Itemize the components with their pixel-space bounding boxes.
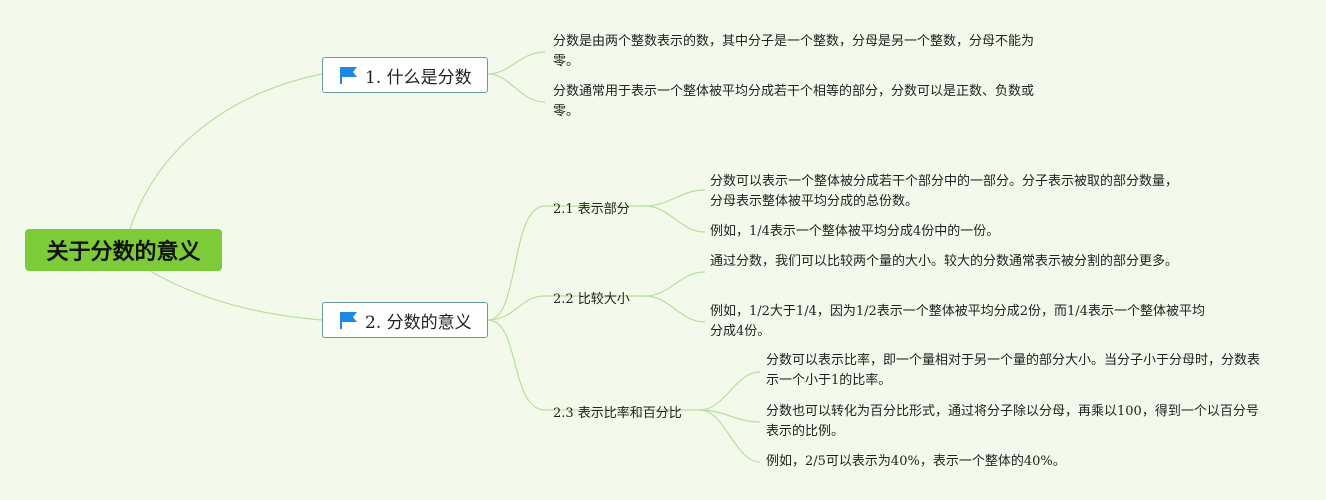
subtopic-represent-part[interactable]: 2.1 表示部分 (553, 202, 630, 217)
topic-label: 1. 什么是分数 (365, 67, 472, 88)
root-label: 关于分数的意义 (46, 240, 201, 265)
note-part-example[interactable]: 例如，1/4表示一个整体被平均分成4份中的一份。 (710, 224, 1000, 239)
note-percent-example[interactable]: 例如，2/5可以表示为40%，表示一个整体的40%。 (766, 454, 1066, 469)
flag-icon (340, 312, 357, 329)
flag-icon (340, 67, 357, 84)
note-compare-explanation[interactable]: 通过分数，我们可以比较两个量的大小。较大的分数通常表示被分割的部分更多。 (710, 254, 1179, 269)
note-part-explanation[interactable]: 分数可以表示一个整体被分成若干个部分中的一部分。分子表示被取的部分数量，分母表示… (710, 174, 1179, 209)
topic-meaning-of-fraction[interactable]: 2. 分数的意义 (322, 302, 488, 338)
note-definition[interactable]: 分数是由两个整数表示的数，其中分子是一个整数，分母是另一个整数，分母不能为零。 (553, 34, 1035, 69)
note-ratio-explanation[interactable]: 分数可以表示比率，即一个量相对于另一个量的部分大小。当分子小于分母时，分数表示一… (766, 353, 1261, 388)
topic-what-is-fraction[interactable]: 1. 什么是分数 (322, 57, 488, 93)
note-percent-conversion[interactable]: 分数也可以转化为百分比形式，通过将分子除以分母，再乘以100，得到一个以百分号表… (766, 404, 1259, 439)
note-usage[interactable]: 分数通常用于表示一个整体被平均分成若干个相等的部分，分数可以是正数、负数或零。 (553, 84, 1035, 119)
subtopic-ratio-percent[interactable]: 2.3 表示比率和百分比 (553, 406, 682, 421)
subtopic-compare-size[interactable]: 2.2 比较大小 (553, 292, 630, 307)
root-topic[interactable]: 关于分数的意义 (25, 229, 222, 271)
topic-label: 2. 分数的意义 (365, 312, 472, 333)
note-compare-example[interactable]: 例如，1/2大于1/4，因为1/2表示一个整体被平均分成2份，而1/4表示一个整… (710, 304, 1205, 339)
